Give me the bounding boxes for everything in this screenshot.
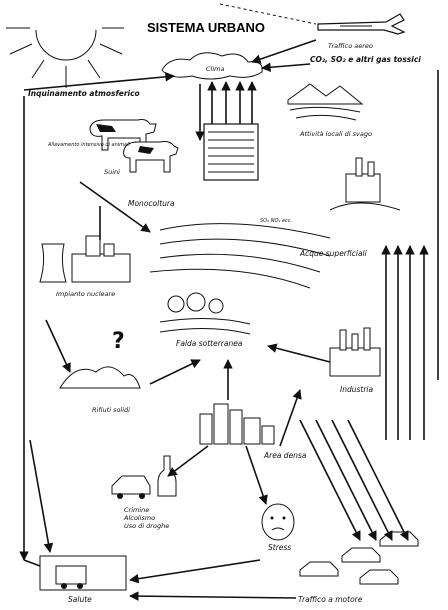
area-densa-label: Area densa [263,451,307,460]
salute-label: Salute [68,595,92,604]
airplane-icon [219,3,406,35]
arrows-to-clima [195,81,257,141]
diagram-title: SISTEMA URBANO [147,20,265,35]
hospital-icon [39,555,127,591]
inquinamento-label: Inquinamento atmosferico [28,89,140,98]
monocoltura-label: Monocoltura [128,199,175,208]
traffico-motore-label: Traffico a motore [298,595,363,604]
rifiuti-label: Rifiuti solidi [92,406,130,414]
impianto-label: Impianto nucleare [56,290,115,298]
falda-label: Falda sotterranea [176,339,243,348]
crimine-label: Crimine Alcolismo Uso di droghe [123,506,169,530]
stress-face-icon [261,503,295,541]
traffic-cars-icon [299,531,419,585]
so-no-label: SO₂ NO₂ ecc. [260,218,292,224]
factory-top-icon [329,157,401,211]
allevamento-label: Allevamento intensivo di animali [47,142,130,148]
mountains-icon [287,83,364,121]
attivita-label: Attività locali di svago [299,130,372,138]
inquinamento-line [23,72,175,91]
arrow-plane-clima [251,39,317,64]
clima-label: Clima [206,65,224,73]
city-skyline-icon [199,403,275,445]
fields-lines [149,223,331,289]
diagonal-arrows [299,419,409,541]
cows-icon [89,119,179,173]
flow-arrows [19,96,331,601]
gas-label: CO₂, SO₂ e altri gas tossici [310,55,421,64]
industria-label: Industria [340,385,373,394]
center-box [203,123,259,181]
acque-label: Acque superficiali [299,249,368,258]
nuclear-plant-icon [39,235,131,283]
suini-label: Suini [104,168,120,176]
clima-cloud: Clima [161,52,263,80]
sun-icon [6,27,124,88]
traffico-aereo-label: Traffico aereo [328,42,373,50]
bottle-car-icon [111,455,177,499]
arrow-gas-clima [261,62,311,73]
industry-icon [329,327,381,377]
trees-icon [159,292,251,335]
right-vertical-arrows [381,245,429,440]
waste-heap-icon [59,366,141,389]
stress-label: Stress [268,543,291,552]
question-mark: ? [112,329,125,354]
